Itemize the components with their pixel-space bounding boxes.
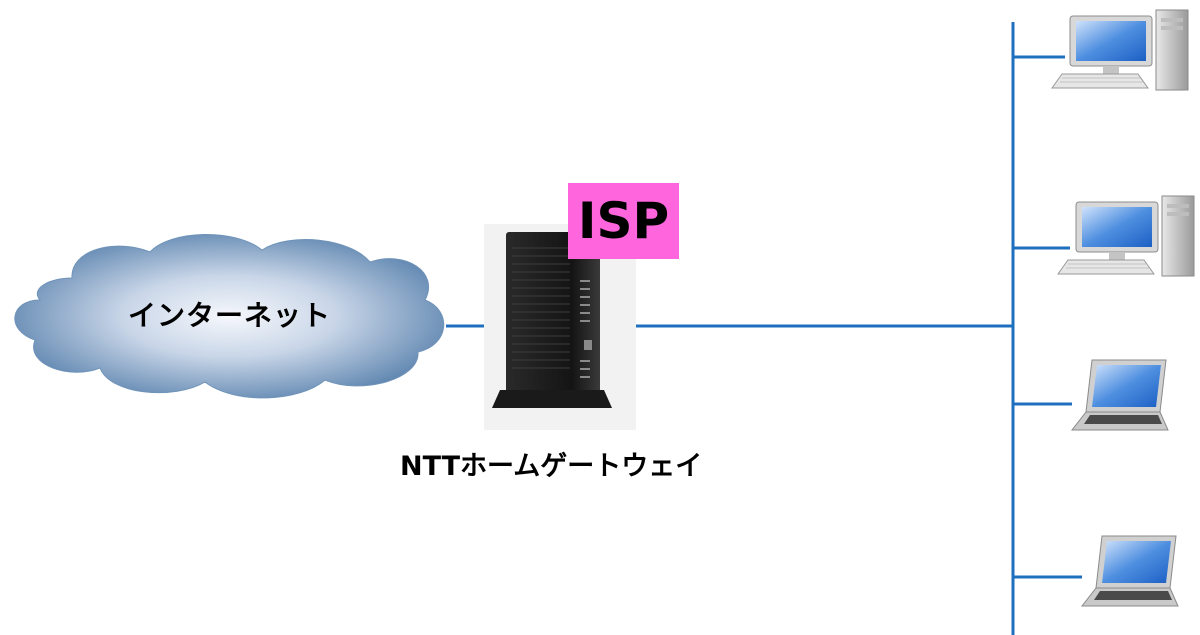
internet-label: インターネット bbox=[128, 299, 332, 332]
desktop-computer-icon bbox=[1051, 9, 1189, 91]
ntt-home-gateway-icon bbox=[484, 224, 636, 430]
connection-lines bbox=[446, 22, 1082, 635]
isp-badge: ISP bbox=[568, 183, 679, 259]
laptop-icon bbox=[1080, 535, 1179, 607]
internet-cloud-icon bbox=[14, 234, 445, 399]
desktop-computer-icon bbox=[1057, 195, 1195, 277]
gateway-label: NTTホームゲートウェイ bbox=[400, 451, 703, 482]
isp-label: ISP bbox=[577, 192, 670, 250]
laptop-icon bbox=[1070, 359, 1169, 431]
